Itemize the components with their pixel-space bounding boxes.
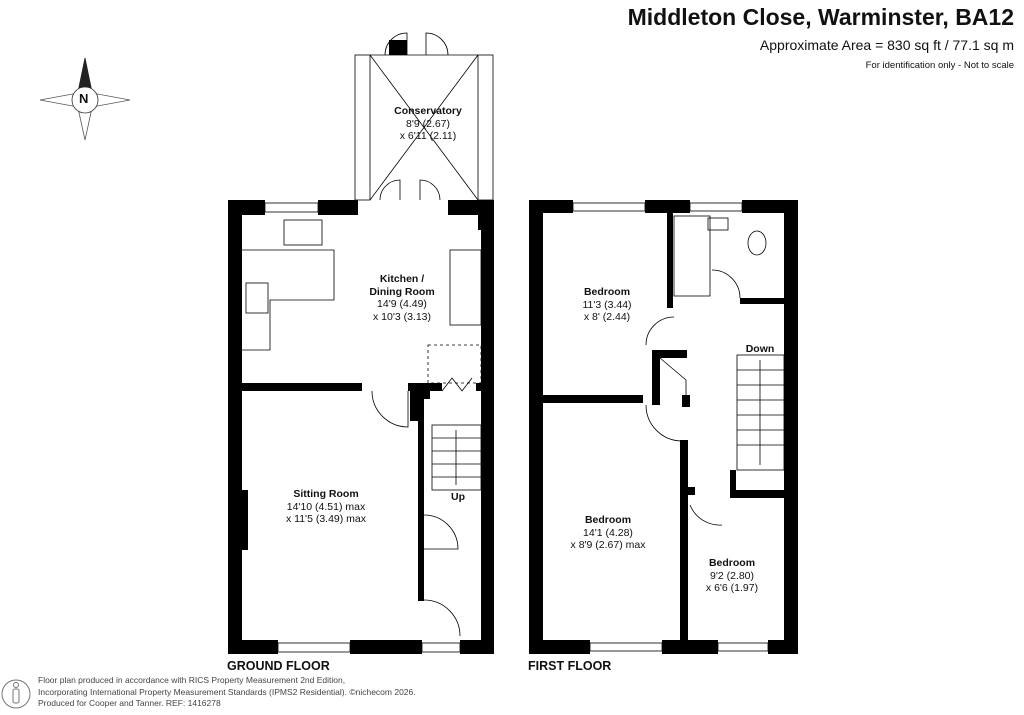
footer-text: Floor plan produced in accordance with R… bbox=[38, 675, 416, 710]
footer-line-3: Produced for Cooper and Tanner. REF: 141… bbox=[38, 698, 221, 708]
ground-floor-label: GROUND FLOOR bbox=[227, 659, 330, 673]
first-floor-label: FIRST FLOOR bbox=[528, 659, 612, 673]
first-floor-walls bbox=[529, 200, 798, 654]
person-info-icon bbox=[1, 679, 31, 709]
footer-line-1: Floor plan produced in accordance with R… bbox=[38, 675, 346, 685]
conservatory-post bbox=[389, 40, 407, 55]
scale-note: For identification only - Not to scale bbox=[865, 60, 1014, 71]
stairs-up-label: Up bbox=[451, 491, 465, 503]
stairs-down-label: Down bbox=[745, 343, 775, 355]
approximate-area: Approximate Area = 830 sq ft / 77.1 sq m bbox=[759, 37, 1014, 53]
compass-north-label: N bbox=[79, 91, 89, 106]
compass-icon bbox=[39, 57, 131, 141]
property-title: Middleton Close, Warminster, BA12 bbox=[627, 4, 1014, 30]
ground-floor-walls bbox=[228, 200, 494, 654]
footer-line-2: Incorporating International Property Mea… bbox=[38, 686, 416, 697]
